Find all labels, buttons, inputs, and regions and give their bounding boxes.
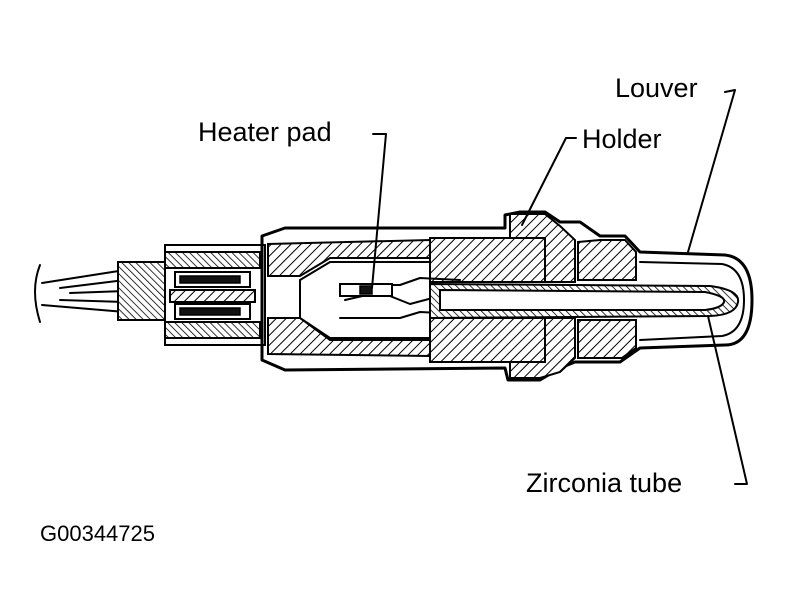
heater-pad-label: Heater pad bbox=[198, 117, 332, 147]
zirconia-tube-leader bbox=[707, 315, 748, 485]
heater-pad bbox=[339, 283, 393, 297]
sensor-body bbox=[260, 210, 754, 382]
louver-label: Louver bbox=[615, 73, 698, 103]
zirconia-tube-label: Zirconia tube bbox=[526, 468, 682, 498]
terminal-section bbox=[164, 244, 266, 346]
zirconia-tube bbox=[429, 261, 745, 341]
figure-code: G00344725 bbox=[40, 521, 155, 546]
leader-lines bbox=[371, 89, 748, 485]
heater-pad-leader bbox=[371, 133, 387, 289]
sensor-cable bbox=[34, 261, 169, 323]
holder-label: Holder bbox=[582, 124, 662, 154]
holder-leader bbox=[521, 137, 577, 226]
louver-leader bbox=[687, 89, 736, 253]
